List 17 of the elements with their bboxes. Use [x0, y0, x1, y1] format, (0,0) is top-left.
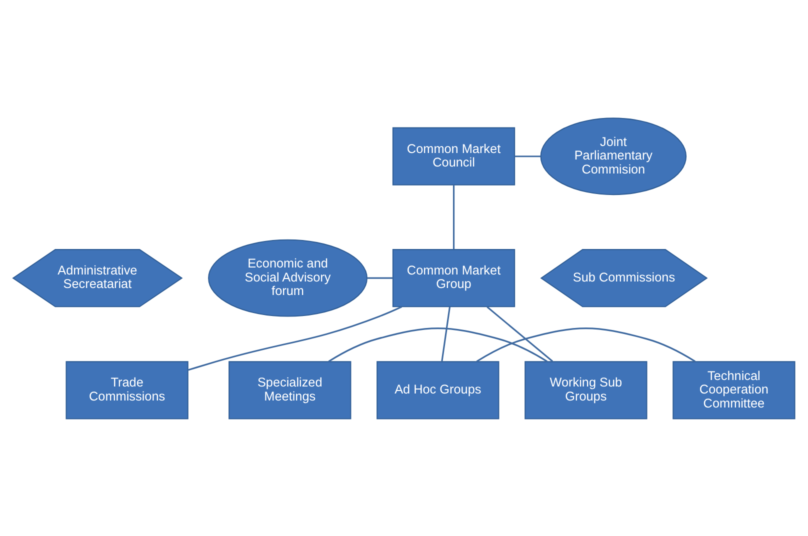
connector — [367, 276, 393, 278]
node-ellipse: Joint Parliamentary Commision — [540, 117, 687, 195]
connector — [441, 306, 451, 362]
connector — [486, 306, 554, 362]
connector — [188, 306, 402, 370]
node-ellipse: Economic and Social Advisory forum — [208, 238, 368, 316]
node-box: Trade Commissions — [66, 360, 188, 419]
node-box: Ad Hoc Groups — [376, 360, 500, 419]
node-box: Specialized Meetings — [228, 360, 352, 419]
node-box: Working Sub Groups — [524, 360, 648, 419]
connector — [328, 327, 548, 362]
node-box: Common Market Council — [392, 126, 516, 185]
connector — [476, 327, 696, 362]
connector — [514, 155, 541, 157]
node-box: Common Market Group — [392, 248, 516, 307]
node-box: Technical Cooperation Committee — [672, 360, 796, 419]
connector — [452, 184, 455, 249]
